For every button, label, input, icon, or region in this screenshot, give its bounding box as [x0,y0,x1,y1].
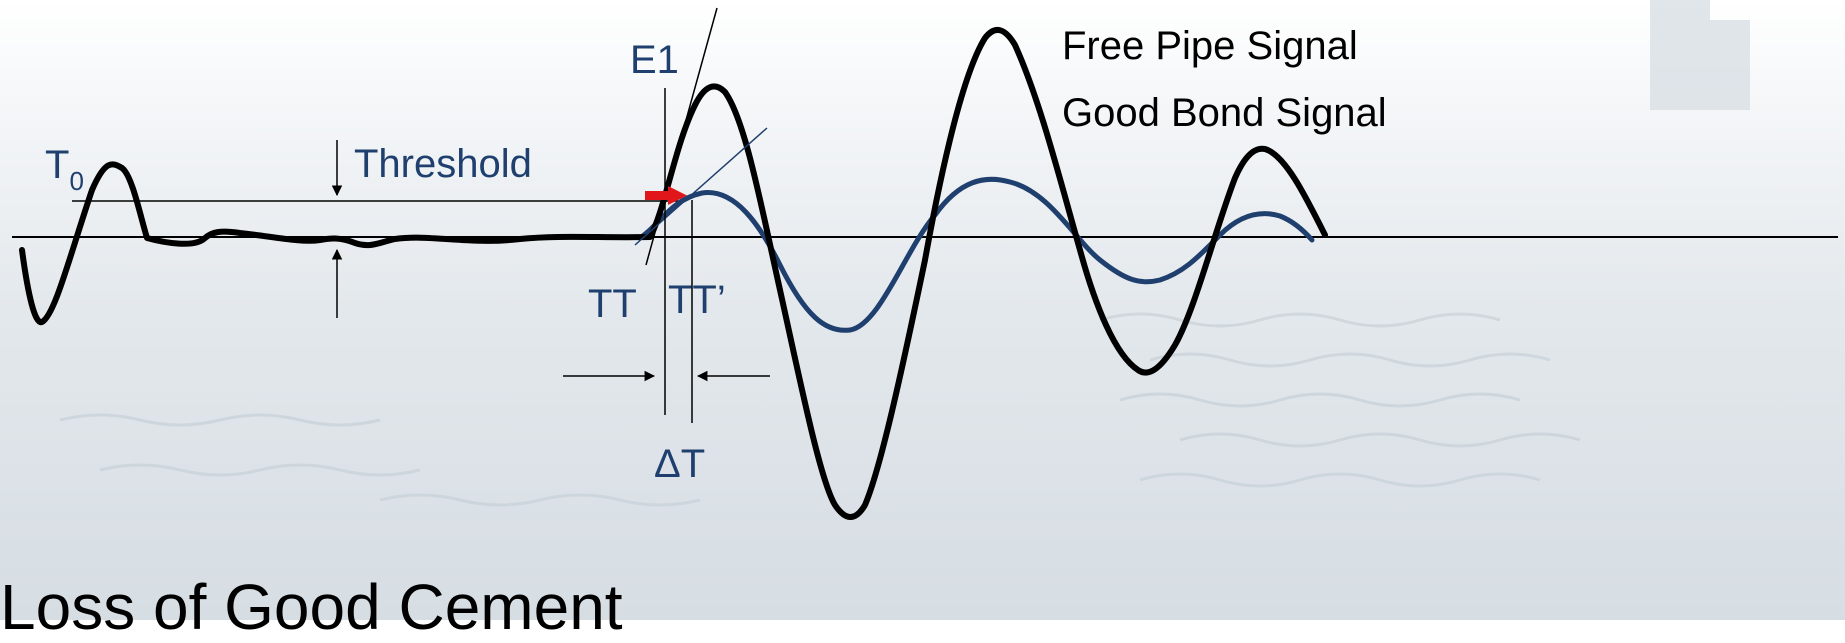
threshold-label: Threshold [354,142,532,186]
bond-signal-diagram [12,7,1838,520]
good-bond-tangent-line [634,127,768,246]
good-bond-signal-curve [637,176,1315,333]
bottom-caption-text: Loss of Good Cement [0,571,623,643]
first-arrival-red-arrow [645,186,687,205]
legend-good-bond-signal: Good Bond Signal [1062,91,1387,135]
e1-label: E1 [630,38,679,82]
t0-label: T0 [45,143,84,194]
t0-label-subscript: 0 [69,166,84,196]
t0-label-main: T [45,143,70,187]
background-sea-image [0,0,1845,620]
delta-t-label: ΔT [654,442,706,486]
legend-free-pipe-signal: Free Pipe Signal [1062,24,1358,68]
free-pipe-tangent-line [645,7,718,266]
free-pipe-signal-curve [19,27,1328,520]
tt-prime-label: TT’ [668,278,726,322]
tt-label: TT [588,282,637,326]
